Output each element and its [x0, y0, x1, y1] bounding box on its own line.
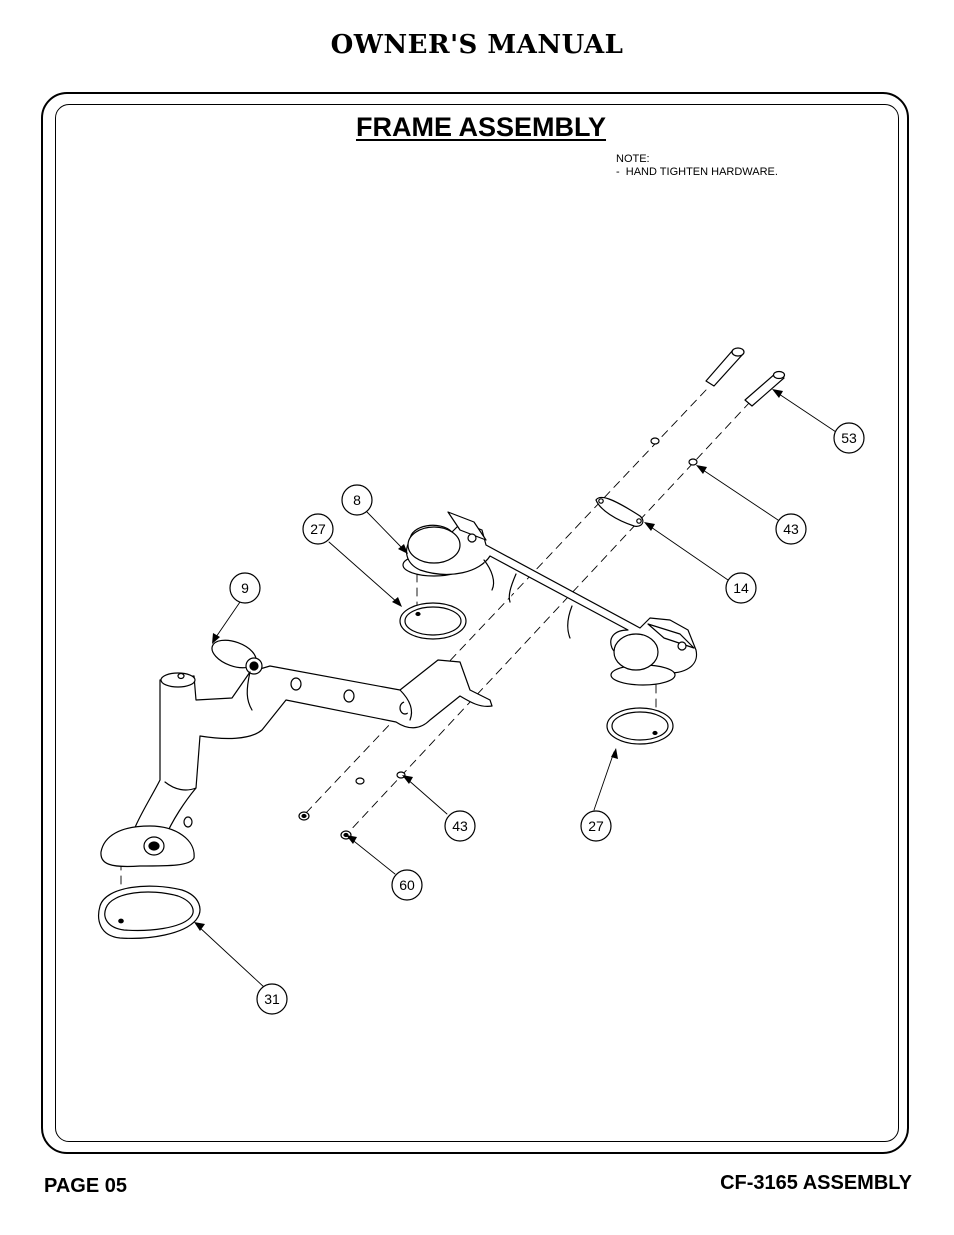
callout-8-label: 8	[353, 492, 361, 508]
manual-title: OWNER'S MANUAL	[330, 30, 624, 60]
nut-60-a	[298, 811, 310, 821]
washer-43-upper-b	[688, 458, 698, 466]
callout-43-upper: 43	[775, 513, 807, 545]
main-frame-9	[100, 639, 493, 868]
callout-53: 53	[833, 422, 865, 454]
note-line: - HAND TIGHTEN HARDWARE.	[616, 166, 778, 178]
page-number: PAGE 05	[44, 1175, 127, 1197]
callout-53-label: 53	[841, 430, 857, 446]
callout-31-label: 31	[264, 991, 280, 1007]
washer-43-lower-a	[355, 777, 365, 785]
callout-27-upper-label: 27	[310, 521, 326, 537]
callout-27-upper: 27	[302, 513, 334, 545]
assembly-note: NOTE: - HAND TIGHTEN HARDWARE.	[616, 153, 778, 179]
model-assembly-label: CF-3165 ASSEMBLY	[720, 1172, 912, 1194]
leader-arrowheads	[194, 389, 783, 931]
washer-43-upper-a	[650, 437, 660, 445]
ring-27-lower	[606, 707, 674, 745]
note-heading: NOTE:	[616, 153, 650, 165]
callout-9: 9	[229, 572, 261, 604]
page-border-outer	[41, 92, 909, 1154]
callout-9-label: 9	[241, 580, 249, 596]
callout-60: 60	[391, 869, 423, 901]
ring-27-upper	[399, 602, 467, 640]
leader-lines	[197, 391, 837, 989]
callout-14-label: 14	[733, 580, 749, 596]
upper-crossbar-8	[402, 511, 698, 686]
callout-43-lower: 43	[444, 810, 476, 842]
bracket-plate-14	[595, 496, 644, 527]
foot-pad-31	[98, 885, 201, 939]
callout-31: 31	[256, 983, 288, 1015]
callout-27-lower-label: 27	[588, 818, 604, 834]
callout-43-lower-label: 43	[452, 818, 468, 834]
callout-14: 14	[725, 572, 757, 604]
washer-43-lower-b	[396, 771, 406, 779]
callout-60-label: 60	[399, 877, 415, 893]
bolt-53-right	[744, 370, 786, 407]
bolt-53-left	[705, 347, 745, 387]
page-border-inner	[55, 104, 899, 1142]
section-title: FRAME ASSEMBLY	[355, 112, 607, 142]
callout-43-upper-label: 43	[783, 521, 799, 537]
callout-8: 8	[341, 484, 373, 516]
callout-27-lower: 27	[580, 810, 612, 842]
